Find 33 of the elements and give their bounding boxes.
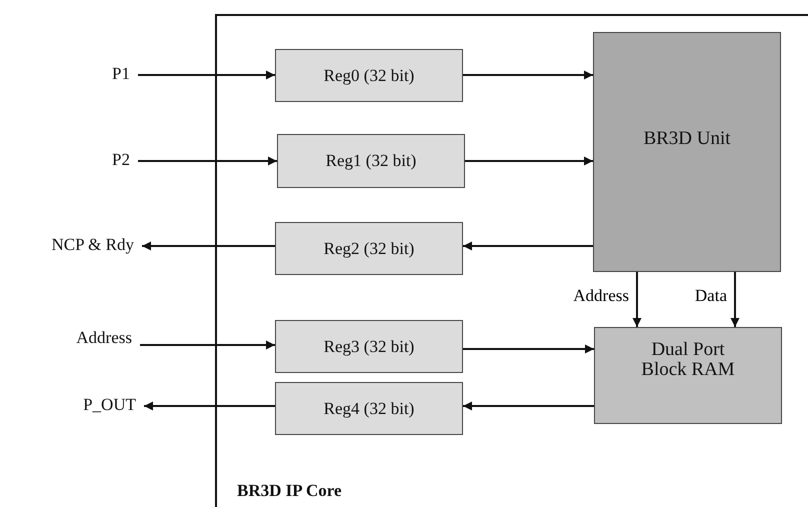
unit-box (593, 32, 781, 272)
register-box (275, 49, 463, 102)
node-label: P1 (112, 64, 130, 84)
register-box (275, 320, 463, 373)
node-label: Reg1 (32 bit) (326, 151, 416, 171)
arrow (632, 272, 642, 327)
arrow (142, 242, 275, 250)
register-box (277, 134, 465, 188)
arrow (138, 156, 277, 166)
arrow (465, 156, 593, 166)
node-label: BR3D Unit (643, 128, 731, 150)
arrow (463, 70, 593, 80)
node-label: P_OUT (83, 395, 136, 415)
node-label: Dual Port Block RAM (640, 340, 736, 380)
arrow (463, 242, 593, 250)
core-boundary (215, 14, 808, 507)
arrow (463, 344, 594, 354)
ram-box (594, 327, 782, 424)
arrow (144, 402, 275, 410)
node-label: Reg0 (32 bit) (324, 66, 414, 86)
arrow (138, 70, 275, 80)
node-label: P2 (112, 150, 130, 170)
node-label: Address (76, 328, 132, 348)
arrow (730, 272, 740, 327)
register-box (275, 382, 463, 435)
register-box (275, 222, 463, 275)
arrow (140, 340, 275, 350)
arrow (463, 402, 594, 410)
core-title: BR3D IP Core (237, 481, 342, 501)
node-label: NCP & Rdy (51, 235, 134, 255)
node-label: Reg4 (32 bit) (324, 398, 414, 418)
node-label: Reg2 (32 bit) (324, 238, 414, 258)
node-label: Reg3 (32 bit) (324, 336, 414, 356)
